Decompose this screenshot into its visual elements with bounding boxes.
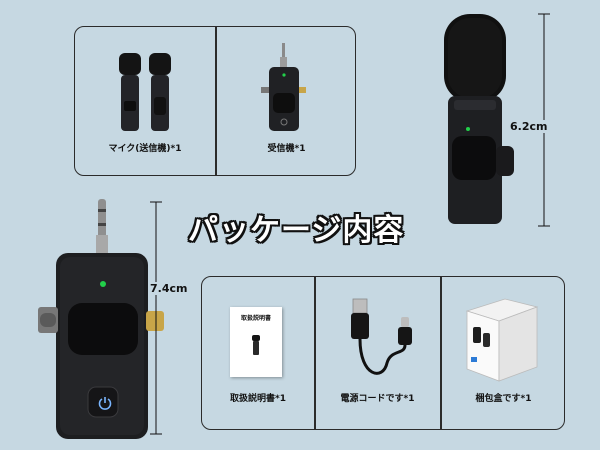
top-contents-panel: マイク(送信機)*1 受信機*1	[74, 26, 356, 176]
receiver-large-image	[38, 199, 164, 439]
receiver-height-dimension	[150, 201, 162, 435]
manual-cell: 取扱説明書 取扱説明書*1	[202, 277, 314, 429]
retail-box-image	[465, 298, 539, 382]
receiver-height-label: 7.4cm	[150, 282, 188, 295]
transmitter-cell: マイク(送信機)*1	[75, 27, 215, 175]
mic-height-label: 6.2cm	[510, 120, 548, 133]
receiver-label: 受信機*1	[267, 144, 306, 154]
cable-label: 電源コードです*1	[340, 394, 415, 404]
box-label: 梱包盒です*1	[475, 394, 532, 404]
power-icon[interactable]	[97, 395, 113, 411]
transmitter-label: マイク(送信機)*1	[108, 144, 182, 154]
cable-cell: 電源コードです*1	[315, 277, 440, 429]
receiver-small-image	[261, 43, 306, 131]
manual-thumbnail-title: 取扱説明書	[240, 315, 271, 322]
manual-label: 取扱説明書*1	[230, 394, 286, 404]
panel-divider	[440, 277, 442, 429]
package-contents-heading: パッケージ内容	[188, 213, 405, 248]
box-cell: 梱包盒です*1	[441, 277, 566, 429]
bottom-contents-panel: 取扱説明書 取扱説明書*1 電源コードです*1	[201, 276, 565, 430]
manual-image: 取扱説明書	[230, 307, 282, 377]
power-cable-image	[351, 298, 412, 375]
microphone-large-image	[444, 14, 514, 224]
transmitter-image	[119, 53, 171, 131]
receiver-cell: 受信機*1	[216, 27, 357, 175]
panel-divider	[215, 27, 217, 175]
panel-divider	[314, 277, 316, 429]
